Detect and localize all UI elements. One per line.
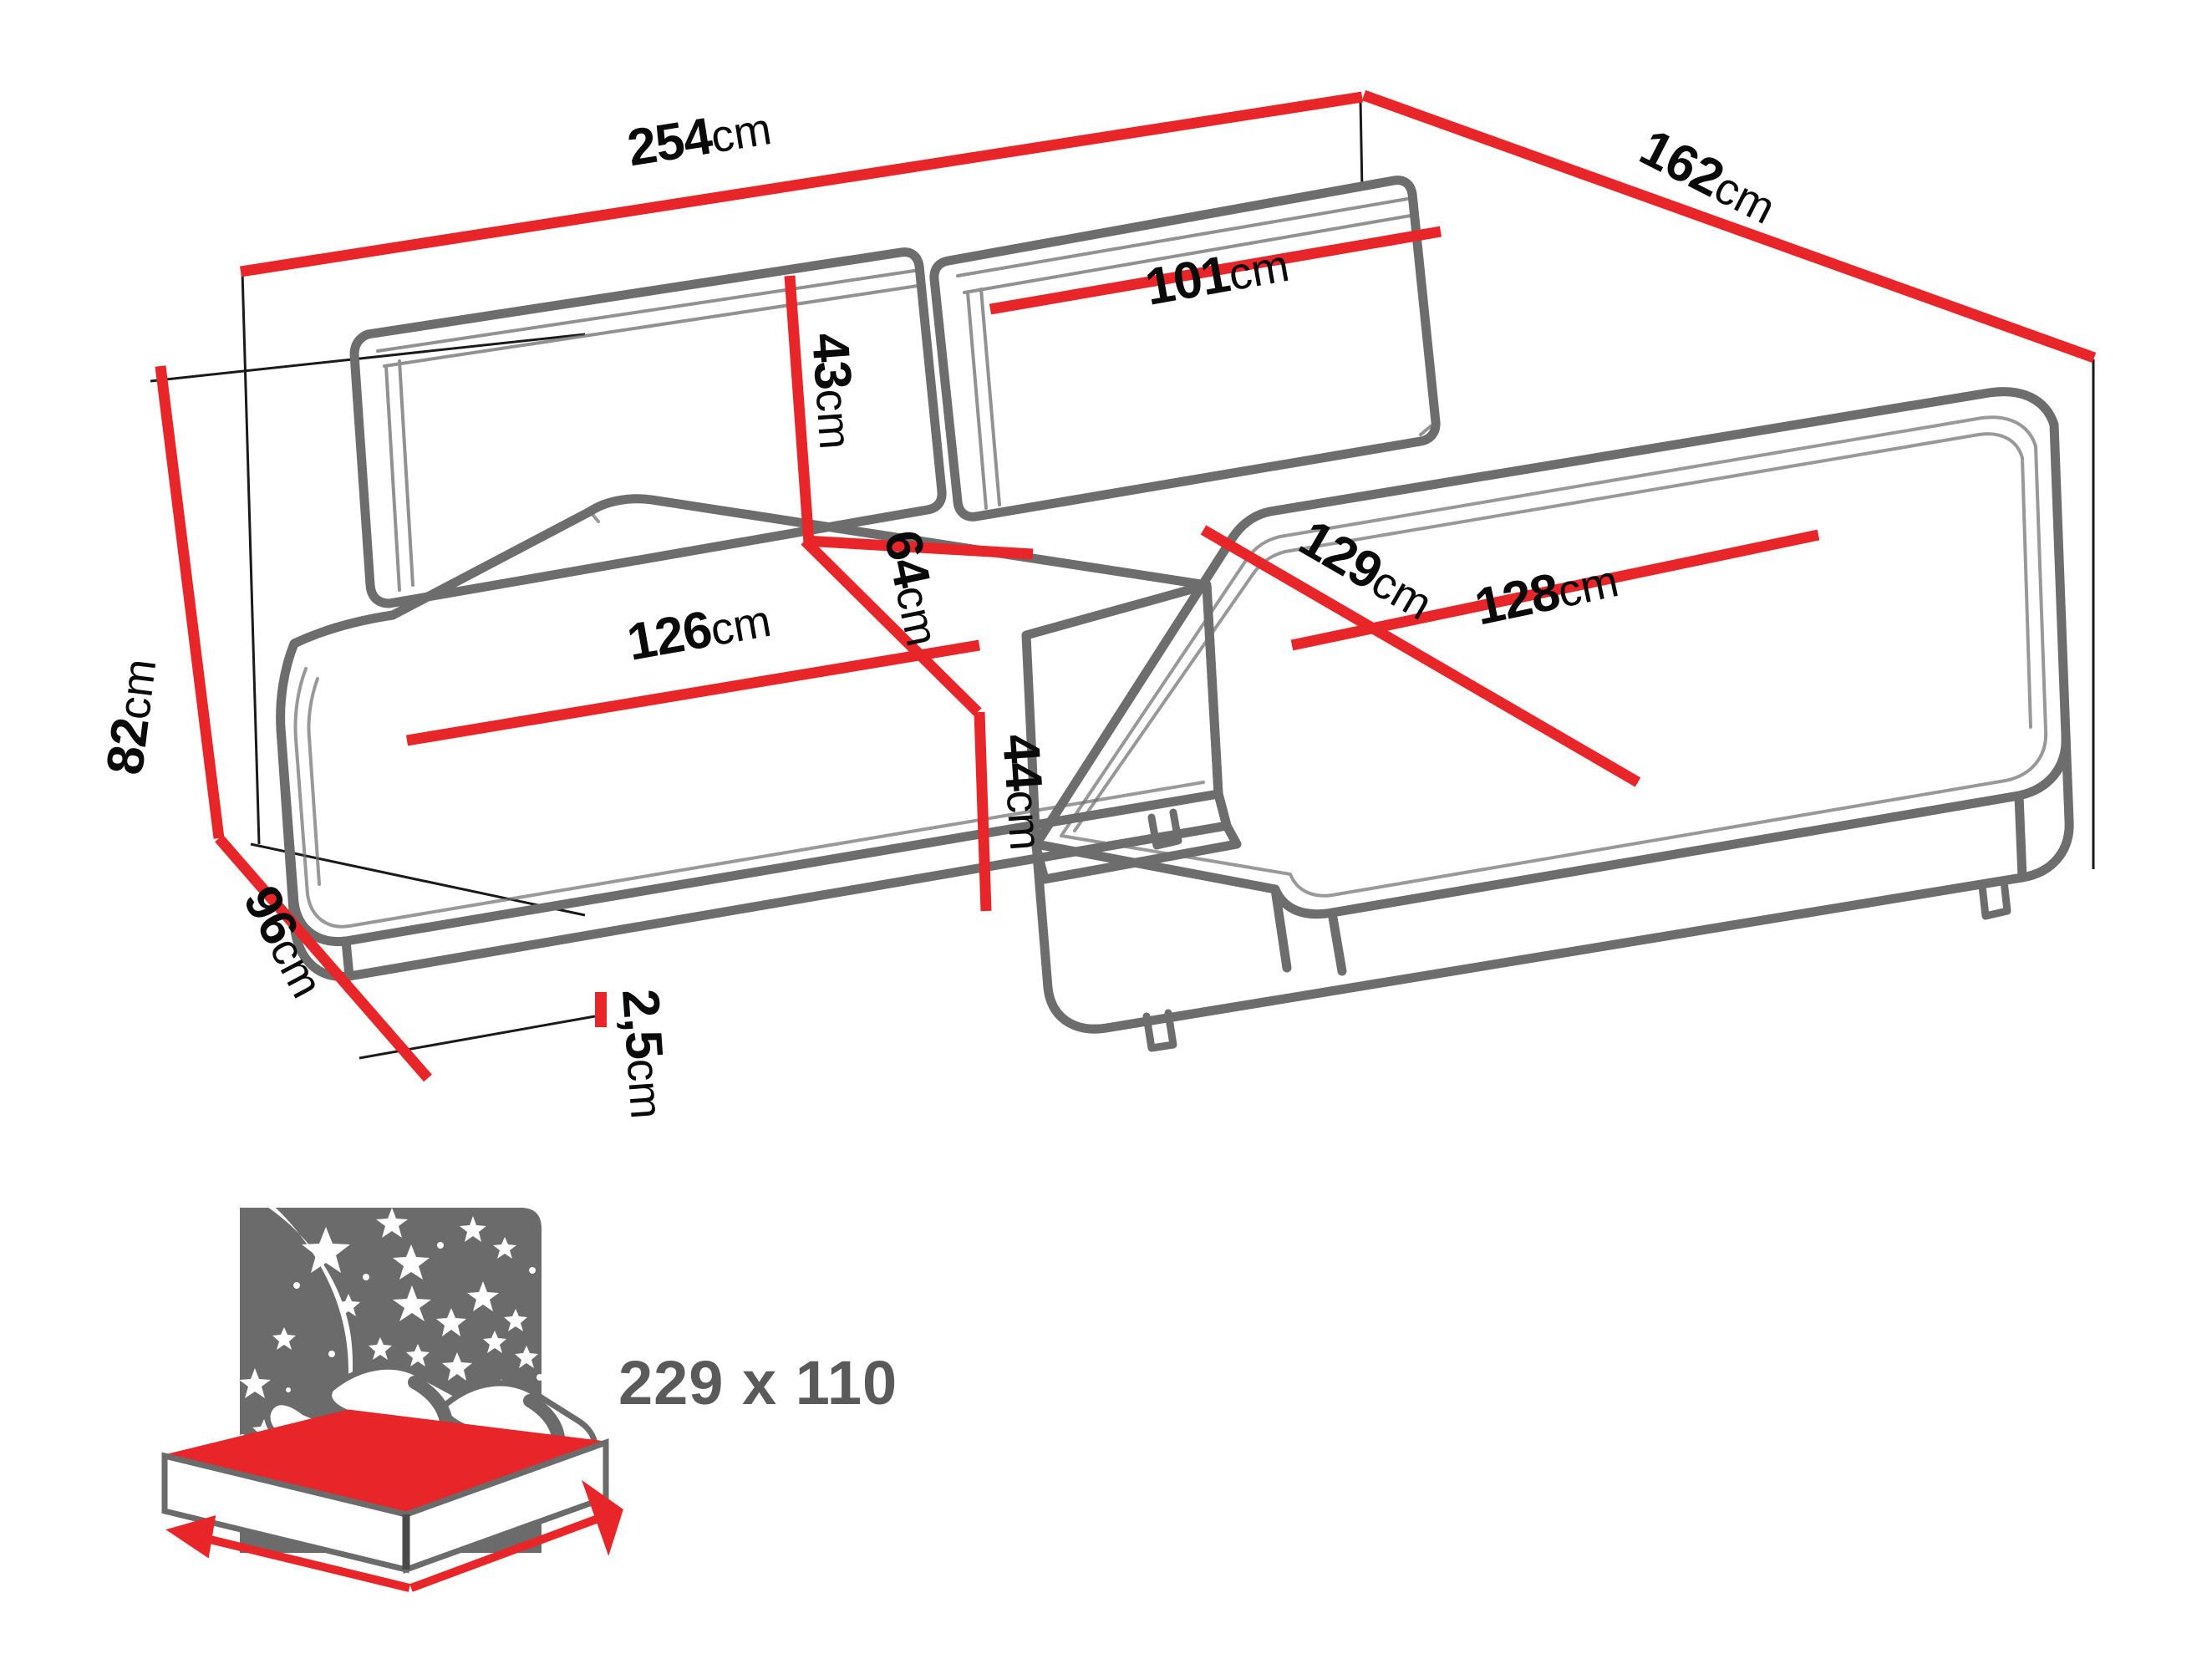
dim-44-unit: cm xyxy=(997,788,1051,852)
dim-line-64-a xyxy=(804,535,1034,560)
seat-module-left-seam xyxy=(293,510,1205,929)
dim-tick-2point5 xyxy=(595,992,607,1027)
dim-64-number: 64 xyxy=(872,526,941,593)
dim-line-44 xyxy=(974,711,992,912)
dim-101-unit: cm xyxy=(1225,241,1293,301)
sleeping-area-size: 229 x 110 xyxy=(618,1348,898,1417)
chaise-module xyxy=(1031,387,2074,1034)
dim-line-101 xyxy=(989,226,1442,315)
dim-label-64: 64cm xyxy=(872,526,953,651)
dim-line-126 xyxy=(405,639,981,746)
dim-2point5-unit: cm xyxy=(618,1057,672,1121)
dim-126-number: 126 xyxy=(623,600,716,671)
dim-82-number: 82 xyxy=(96,715,160,778)
svg-text:44cm: 44cm xyxy=(991,732,1057,852)
backrest-right xyxy=(929,176,1441,522)
dim-line-96 xyxy=(215,834,432,1082)
stars-group xyxy=(239,1208,543,1489)
dim-label-254: 254cm xyxy=(623,98,775,177)
backrest-right-inner-seam xyxy=(956,197,1432,510)
left-module-feet xyxy=(1147,808,1182,850)
svg-text:2,5cm: 2,5cm xyxy=(611,987,678,1121)
mattress-dimension-arrows xyxy=(165,1479,623,1592)
dim-label-44: 44cm xyxy=(991,732,1057,852)
dim-128-unit: cm xyxy=(1553,556,1623,618)
svg-text:126cm: 126cm xyxy=(623,590,775,672)
backrest-left xyxy=(349,247,947,608)
svg-text:254cm: 254cm xyxy=(623,98,775,177)
dim-126-unit: cm xyxy=(707,596,775,656)
dim-64-unit: cm xyxy=(886,582,948,651)
dim-line-129 xyxy=(1200,525,1641,787)
bed-night-icon xyxy=(161,1180,623,1592)
svg-text:101cm: 101cm xyxy=(1142,235,1294,317)
svg-text:82cm: 82cm xyxy=(96,655,167,777)
dim-line-64-b xyxy=(801,537,982,716)
sleeping-area-label: 229 x 110 xyxy=(618,1348,898,1417)
dim-43-unit: cm xyxy=(806,387,861,450)
dim-label-43: 43cm xyxy=(801,331,867,450)
dim-254-unit: cm xyxy=(708,104,775,163)
dim-2point5-number: 2,5 xyxy=(611,987,674,1061)
svg-text:43cm: 43cm xyxy=(801,331,867,450)
backrest-left-inner-seam xyxy=(376,269,919,592)
dim-label-126: 126cm xyxy=(623,590,775,672)
sofa-illustration xyxy=(276,176,2074,1052)
dim-43-number: 43 xyxy=(801,331,862,391)
dim-line-162 xyxy=(1361,89,2097,364)
dimension-lines xyxy=(155,89,2097,1082)
dim-label-101: 101cm xyxy=(1142,235,1294,317)
dim-line-43 xyxy=(784,275,815,544)
dim-82-unit: cm xyxy=(109,656,165,722)
dim-label-82: 82cm xyxy=(96,655,167,777)
svg-text:64cm: 64cm xyxy=(872,526,953,651)
dim-label-2point5: 2,5cm xyxy=(611,987,678,1121)
chaise-feet xyxy=(1142,877,2011,1052)
dim-line-128 xyxy=(1290,529,1820,651)
dim-line-254 xyxy=(239,91,1364,277)
dim-44-number: 44 xyxy=(991,732,1053,793)
dim-101-number: 101 xyxy=(1142,245,1234,316)
dim-line-82 xyxy=(155,365,225,839)
dim-254-number: 254 xyxy=(623,107,717,177)
